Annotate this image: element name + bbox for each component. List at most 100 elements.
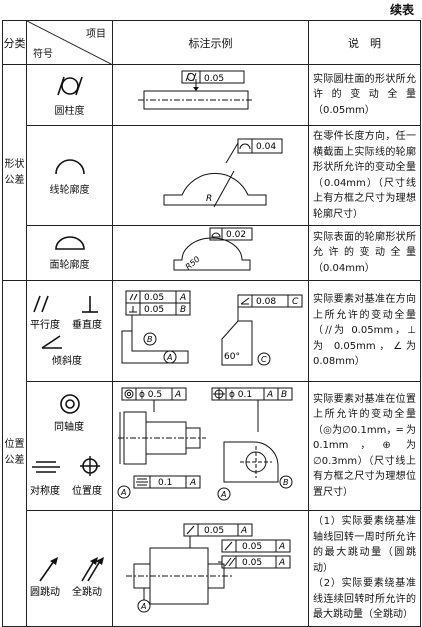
description-cell: 实际表面的轮廓形状所允许的变动全量（0.04mm） xyxy=(308,225,421,281)
header-item-symbol: 项目 符号 xyxy=(26,20,113,65)
description-cell: 实际圆柱面的形状所允许的变动全量（0.05mm） xyxy=(308,64,421,126)
line-profile-icon xyxy=(54,158,85,174)
category-shape: 形状公差 xyxy=(2,64,27,281)
example-cell: R50 0.02 xyxy=(112,225,309,281)
angularity-icon xyxy=(41,334,60,349)
svg-text:0.05: 0.05 xyxy=(144,305,164,315)
header-category: 分类 xyxy=(2,20,27,65)
coaxiality-frame: ϕ 0.5 A xyxy=(121,387,186,401)
svg-text:0.1: 0.1 xyxy=(158,478,172,488)
line-profile-tolerance: 0.04 xyxy=(256,142,276,152)
line-profile-example: R 0.04 xyxy=(163,138,282,207)
table-row: 线轮廓度 R 0.04 在零件长度方向，任一横截面上实际线的轮廓形状所允许的变动… xyxy=(3,125,421,226)
svg-text:ϕ 0.5: ϕ 0.5 xyxy=(139,390,162,400)
position-name: 位置度 xyxy=(72,484,102,497)
example-cell: R 0.04 xyxy=(112,125,309,226)
svg-text:B: B xyxy=(180,305,186,315)
description-circular: （1）实际要素绕基准轴线回转一周时所允许的最大跳动量（圆跳动） xyxy=(313,516,416,574)
symbol-name: 面轮廓度 xyxy=(49,260,90,271)
parallelism-icon xyxy=(32,295,41,312)
tolerance-table: 分类 项目 符号 标注示例 说 明 形状公差 圆柱度 xyxy=(2,20,421,627)
example-cell: 0.05 A 0.05 A 0.05 A xyxy=(112,510,309,627)
svg-text:0.05: 0.05 xyxy=(242,558,262,568)
svg-text:0.05: 0.05 xyxy=(144,293,164,303)
total-runout-name: 全跳动 xyxy=(72,585,102,597)
header-description: 说 明 xyxy=(308,20,421,65)
header-item: 项目 xyxy=(86,29,106,40)
diagonal-line xyxy=(27,21,113,65)
svg-text:C: C xyxy=(261,355,267,364)
description-total: （2）实际要素绕基准线连续回转时所允许的最大跳动量（全跳动） xyxy=(313,578,416,620)
svg-text:A: A xyxy=(140,602,146,611)
svg-text:A: A xyxy=(166,353,172,362)
cylindricity-icon xyxy=(56,76,83,96)
svg-text:B: B xyxy=(283,478,289,487)
surface-profile-icon xyxy=(54,236,85,250)
table-row: 形状公差 圆柱度 0.05 实际圆柱面的形状所允许的 xyxy=(2,64,421,281)
svg-text:ϕ 0.1: ϕ 0.1 xyxy=(229,390,252,400)
table-row: 同轴度 对称度 位置度 ϕ 0.5 A xyxy=(3,381,421,511)
angularity-name: 倾斜度 xyxy=(52,354,82,367)
runout-symbols: 圆跳动 全跳动 xyxy=(30,556,104,598)
parallel-frame: 0.05 A 0.05 B xyxy=(125,290,190,316)
cylindricity-tolerance: 0.05 xyxy=(204,74,224,84)
svg-text:A: A xyxy=(240,526,247,536)
description-cell: 在零件长度方向，任一横截面上实际线的轮廓形状所允许的变动全量（0.04mm）（尺… xyxy=(308,125,421,226)
description-cell: （1）实际要素绕基准轴线回转一周时所允许的最大跳动量（圆跳动） （2）实际要素绕… xyxy=(308,510,421,627)
surface-profile-example: R50 0.02 xyxy=(173,227,252,272)
svg-text:A: A xyxy=(174,390,181,400)
parallelism-name: 平行度 xyxy=(30,318,60,331)
header-symbol: 符号 xyxy=(33,49,53,60)
symbol-cell: 平行度 垂直度 倾斜度 xyxy=(26,280,113,382)
symbol-cell: 圆柱度 xyxy=(26,64,113,126)
table-row: 位置公差 平行度 垂直度 倾斜度 0.05 xyxy=(2,280,421,627)
circular-runout-icon xyxy=(38,560,55,582)
svg-text:0.05: 0.05 xyxy=(242,542,262,552)
header-row: 分类 项目 符号 标注示例 说 明 xyxy=(2,20,421,65)
symmetry-frame: 0.1 A xyxy=(133,475,200,489)
table-row: 圆跳动 全跳动 0.05 A 0.05 A xyxy=(3,510,421,627)
radius-label: R50 xyxy=(183,255,201,272)
svg-text:B: B xyxy=(281,390,287,400)
continued-label: 续表 xyxy=(389,3,414,17)
svg-text:A: A xyxy=(278,558,285,568)
description-cell: 实际要素对基准在方向上所允许的变动全量（∕∕为 0.05mm，⊥ 为 0.05m… xyxy=(308,280,421,382)
svg-text:A: A xyxy=(179,293,186,303)
symbol-cell: 同轴度 对称度 位置度 xyxy=(26,381,113,511)
angle-label: 60° xyxy=(224,352,240,362)
coaxiality-name: 同轴度 xyxy=(54,420,84,433)
surface-profile-tolerance: 0.02 xyxy=(226,230,246,240)
example-cell: 0.05 xyxy=(112,64,309,126)
symbol-cell: 圆跳动 全跳动 xyxy=(26,510,113,627)
table-row: 面轮廓度 R50 0.02 实际表面的轮廓形状所允许的变动全量（0.04mm） xyxy=(3,225,421,281)
coaxiality-icon xyxy=(59,393,80,414)
svg-text:C: C xyxy=(292,297,299,307)
angular-frame: 0.08 C xyxy=(237,294,302,321)
svg-text:A: A xyxy=(189,478,196,488)
example-cell: 0.05 A 0.05 B B A xyxy=(112,280,309,382)
svg-text:0.05: 0.05 xyxy=(204,526,224,536)
symbol-name: 圆柱度 xyxy=(54,106,85,117)
radius-label: R xyxy=(206,194,212,204)
symmetry-name: 对称度 xyxy=(30,484,60,497)
perpendicularity-name: 垂直度 xyxy=(72,318,102,331)
svg-text:0.08: 0.08 xyxy=(256,297,276,307)
circular-runout-name: 圆跳动 xyxy=(30,585,60,597)
description-cell: 实际要素对基准在位置上所允许的变动全量（◎为∅0.1mm，═ 为 0.1mm，⊕… xyxy=(308,381,421,511)
symbol-name: 线轮廓度 xyxy=(49,184,90,196)
location-symbols: 同轴度 对称度 位置度 xyxy=(30,393,102,497)
header-example: 标注示例 xyxy=(112,20,309,65)
svg-text:A: A xyxy=(120,488,126,497)
svg-text:A: A xyxy=(220,490,226,499)
svg-text:B: B xyxy=(147,335,153,344)
category-position: 位置公差 xyxy=(2,280,27,627)
orientation-symbols: 平行度 垂直度 倾斜度 xyxy=(30,295,102,367)
position-frame: ϕ 0.1 A B xyxy=(211,387,292,401)
orientation-example: 0.05 A 0.05 B B A xyxy=(121,290,302,366)
symbol-cell: 面轮廓度 xyxy=(26,225,113,281)
cylindricity-example: 0.05 xyxy=(137,70,254,110)
svg-text:A: A xyxy=(278,542,285,552)
location-example: ϕ 0.5 A 0.1 A A xyxy=(117,387,292,501)
example-cell: ϕ 0.5 A 0.1 A A xyxy=(112,381,309,511)
runout-example: 0.05 A 0.05 A 0.05 A xyxy=(125,523,290,613)
